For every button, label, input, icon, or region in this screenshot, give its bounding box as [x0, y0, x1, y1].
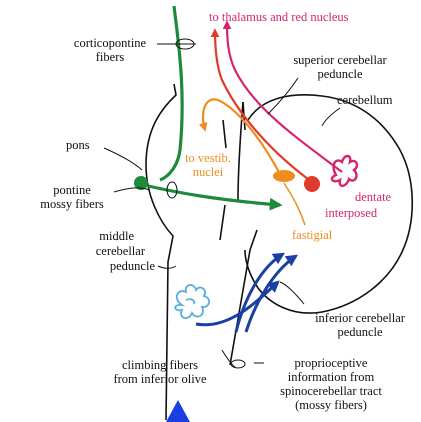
label-pontine: pontine	[53, 183, 91, 197]
label-middle-cerebellar-2: cerebellar	[96, 244, 146, 258]
label-proprioceptive: proprioceptive	[295, 356, 368, 370]
dentate-nucleus	[332, 156, 357, 186]
inferior-olive	[175, 285, 209, 318]
label-superior-cerebellar-2: peduncle	[317, 67, 363, 81]
label-inferior-cerebellar-1: inferior cerebellar	[315, 311, 406, 325]
label-middle-cerebellar-3: peduncle	[110, 259, 156, 273]
corticopontine-fiber	[134, 6, 182, 190]
fastigial-link	[284, 183, 305, 225]
label-spinocerebellar-tract: spinocerebellar tract	[280, 384, 382, 398]
label-mossy-fibers: (mossy fibers)	[295, 398, 367, 412]
label-information-from: information from	[288, 370, 375, 384]
label-interposed: interposed	[325, 206, 378, 220]
label-superior-cerebellar-1: superior cerebellar	[293, 53, 387, 67]
label-pontine-mossy-fibers: mossy fibers	[40, 197, 104, 211]
leader-lines	[104, 44, 340, 368]
label-fastigial: fastigial	[292, 228, 333, 242]
label-dentate: dentate	[355, 190, 392, 204]
label-climbing-fibers: climbing fibers	[122, 358, 198, 372]
label-vestib-nuclei: nuclei	[193, 165, 224, 179]
interposed-nucleus	[304, 176, 320, 192]
label-middle-cerebellar-1: middle	[99, 229, 134, 243]
label-pons: pons	[66, 138, 90, 152]
label-to-vestib: to vestib.	[185, 151, 231, 165]
label-inferior-cerebellar-2: peduncle	[337, 325, 383, 339]
label-cerebellum: cerebellum	[337, 93, 393, 107]
label-to-thalamus: to thalamus and red nucleus	[209, 10, 349, 24]
label-corticopontine-1: corticopontine	[74, 36, 147, 50]
label-from-inferior-olive: from inferior olive	[113, 372, 206, 386]
fastigial-nucleus	[273, 170, 295, 182]
ascending-input-arrow	[166, 400, 190, 422]
label-corticopontine-2: fibers	[96, 50, 125, 64]
